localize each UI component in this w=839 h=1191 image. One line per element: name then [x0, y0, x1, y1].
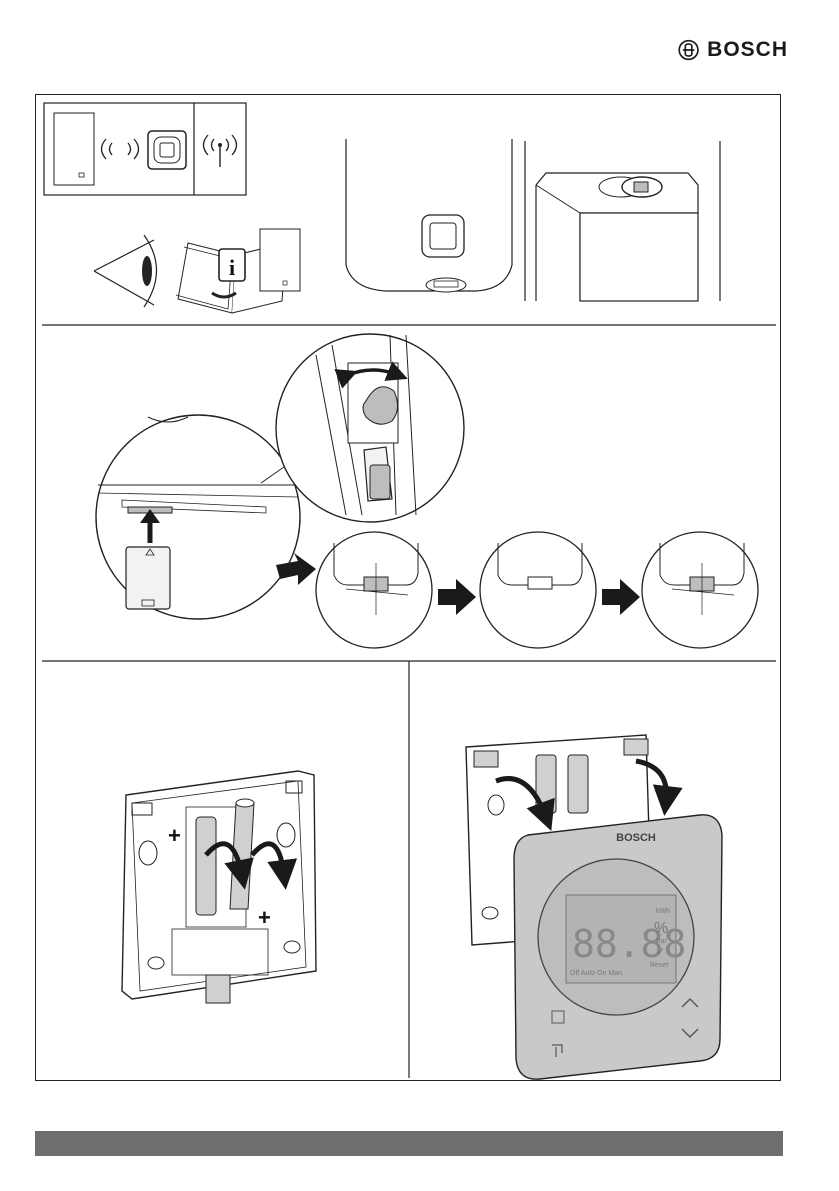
- thermostat-device: BOSCH 88.88 kWh % Bar ✓ Reset Off Auto O…: [514, 815, 722, 1079]
- brand-logo: BOSCH: [678, 34, 788, 66]
- battery-backplate: + +: [122, 771, 316, 1003]
- installation-illustrations: i: [36, 95, 782, 1082]
- eye-icon: [94, 235, 157, 307]
- mounting-magnifier: [96, 415, 300, 619]
- tab-detail-magnifier: [276, 334, 464, 522]
- lcd-kwh: kWh: [656, 908, 670, 915]
- wireless-pairing-panel: [44, 103, 246, 195]
- footer-bar: [35, 1131, 783, 1156]
- svg-text:+: +: [168, 823, 181, 848]
- lcd-percent: %: [654, 920, 668, 937]
- tab-step-1: [316, 532, 432, 648]
- tab-step-3: [642, 532, 758, 648]
- boiler-front-view: [346, 139, 512, 292]
- brand-name: BOSCH: [707, 38, 788, 62]
- bosch-armature-icon: [678, 37, 699, 63]
- device-brand: BOSCH: [616, 832, 656, 844]
- arrow-right-icon: [438, 579, 476, 615]
- svg-text:i: i: [229, 255, 235, 280]
- svg-text:+: +: [258, 905, 271, 930]
- lcd-bar: Bar: [656, 938, 668, 945]
- lcd-modes: Off Auto On Man: [570, 970, 622, 977]
- lcd-digits: 88.88: [572, 922, 686, 966]
- manual-info-icon: i: [176, 229, 300, 313]
- boiler-top-view: [536, 173, 698, 301]
- lcd-check: ✓: [656, 946, 665, 958]
- arrow-right-icon: [602, 579, 640, 615]
- tab-step-2: [480, 532, 596, 648]
- illustration-frame: i: [35, 94, 781, 1081]
- lcd-reset: Reset: [650, 962, 668, 969]
